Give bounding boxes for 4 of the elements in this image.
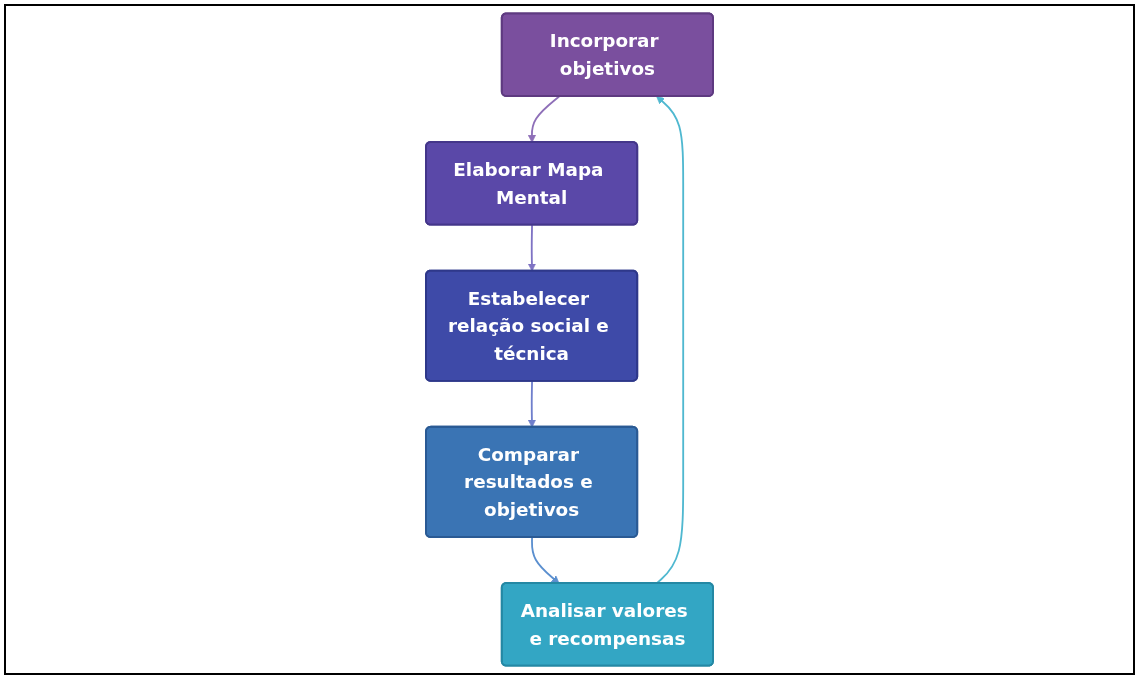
arrow <box>527 95 561 143</box>
arrow <box>527 224 536 272</box>
arrow <box>527 380 536 428</box>
arrow <box>531 536 560 584</box>
